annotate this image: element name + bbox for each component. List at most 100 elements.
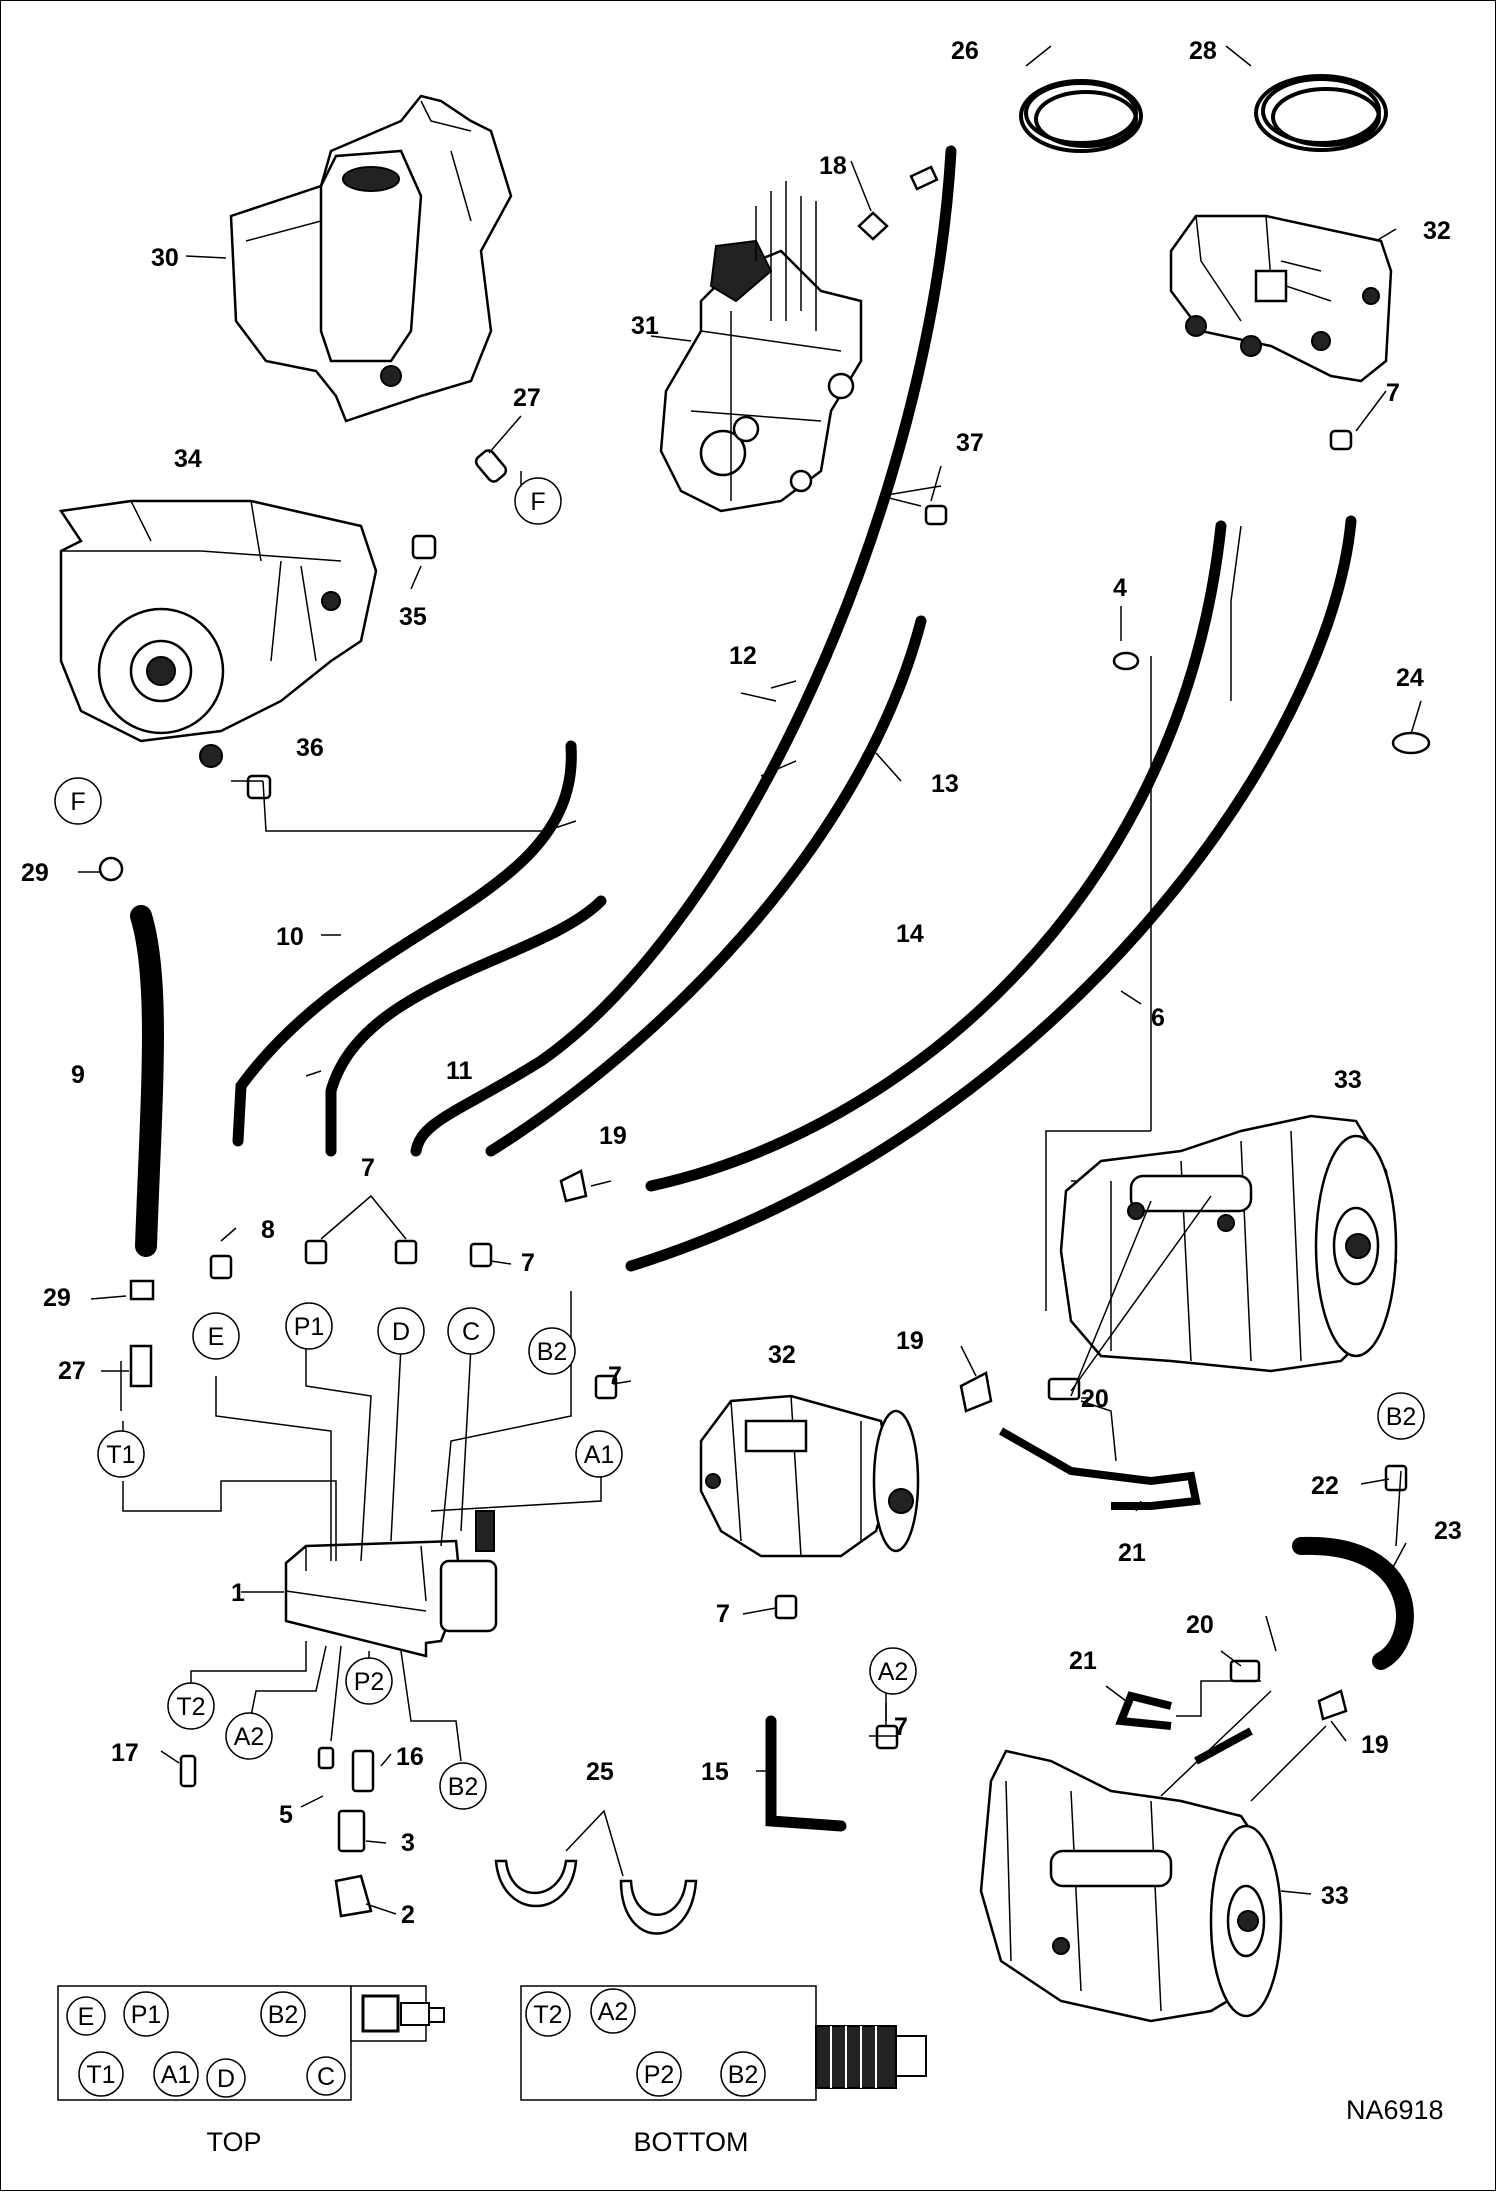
callout-13: 13	[931, 770, 959, 798]
top-port-P1: P1	[131, 2001, 162, 2029]
port-T1: T1	[97, 1430, 145, 1478]
svg-text:B2: B2	[537, 1338, 568, 1366]
callout-32-upper: 32	[1423, 217, 1451, 245]
hose-coil-28	[1254, 74, 1388, 152]
callout-11: 11	[446, 1057, 473, 1085]
hoses	[130, 145, 1414, 1832]
bottom-caption: BOTTOM	[633, 2127, 748, 2157]
callout-7-a: 7	[361, 1154, 375, 1182]
port-P2: P2	[345, 1657, 393, 1705]
callout-19-upper: 19	[599, 1122, 627, 1150]
svg-text:A1: A1	[584, 1441, 615, 1469]
callout-14: 14	[896, 920, 924, 948]
callout-37: 37	[956, 429, 984, 457]
hose-12	[410, 145, 957, 1157]
svg-text:F: F	[530, 488, 545, 516]
svg-text:E: E	[208, 1323, 225, 1351]
callout-34: 34	[174, 445, 202, 473]
hose-coil-26	[1019, 79, 1143, 153]
top-port-D: D	[217, 2065, 235, 2093]
port-C: C	[447, 1307, 495, 1355]
hose-6	[625, 515, 1357, 1272]
port-E: E	[192, 1312, 240, 1360]
callout-28: 28	[1189, 37, 1217, 65]
callout-30: 30	[151, 244, 179, 272]
svg-text:F: F	[70, 788, 85, 816]
callout-12: 12	[729, 642, 757, 670]
svg-text:P2: P2	[354, 1668, 385, 1696]
fittings	[98, 165, 1431, 1918]
callout-23: 23	[1434, 1517, 1462, 1545]
top-port-E: E	[78, 2003, 95, 2031]
hose-13	[485, 615, 927, 1157]
callout-10: 10	[276, 923, 304, 951]
port-B2-right: B2	[1377, 1392, 1425, 1440]
callout-20-lower: 20	[1186, 1611, 1214, 1639]
callout-19-middle: 19	[896, 1327, 924, 1355]
callout-2: 2	[401, 1901, 415, 1929]
callout-4: 4	[1113, 574, 1127, 602]
hose-14	[645, 520, 1227, 1192]
callout-labels: 30 27 31 26 28 18 32 7 34 35 37 4 24 36 …	[21, 37, 1462, 1929]
callout-7-upper: 7	[1386, 379, 1400, 407]
callout-20-upper: 20	[1081, 1385, 1109, 1413]
port-circles: F F E P1 D C B2 A1 T1 T2 A2 P2 B2 A2 B2	[54, 477, 1425, 1810]
callout-19-lower: 19	[1361, 1731, 1389, 1759]
callout-8: 8	[261, 1216, 275, 1244]
drive-motor-32-lower	[699, 1394, 920, 1558]
callout-1: 1	[231, 1579, 245, 1607]
manifold-block-1	[284, 1510, 498, 1658]
callout-7-d: 7	[716, 1600, 730, 1628]
port-F-upper: F	[514, 477, 562, 525]
motor-gearbox-33-lower	[979, 1749, 1283, 2023]
callout-36: 36	[296, 734, 324, 762]
svg-text:T2: T2	[176, 1693, 205, 1721]
svg-text:P1: P1	[294, 1313, 325, 1341]
top-port-C: C	[317, 2063, 335, 2091]
bottom-port-P2: P2	[644, 2061, 675, 2089]
callout-29-upper: 29	[21, 859, 49, 887]
svg-text:A2: A2	[878, 1658, 909, 1686]
motor-gearbox-33-upper	[1059, 1114, 1398, 1373]
top-port-A1: A1	[161, 2061, 192, 2089]
svg-text:C: C	[462, 1318, 480, 1346]
callout-5: 5	[279, 1801, 293, 1829]
callout-22: 22	[1311, 1472, 1339, 1500]
callout-33-lower: 33	[1321, 1882, 1349, 1910]
port-A1: A1	[575, 1430, 623, 1478]
callout-21-lower: 21	[1069, 1647, 1097, 1675]
svg-text:B2: B2	[448, 1773, 479, 1801]
leader-lines	[78, 45, 1422, 1915]
callout-26: 26	[951, 37, 979, 65]
callout-33-upper: 33	[1334, 1066, 1362, 1094]
bottom-port-A2: A2	[598, 1998, 629, 2026]
top-view-panel: E P1 B2 T1 A1 D C TOP	[57, 1985, 445, 2157]
port-F-left: F	[54, 777, 102, 825]
callout-25: 25	[586, 1758, 614, 1786]
svg-text:D: D	[392, 1318, 410, 1346]
bottom-port-T2: T2	[533, 2001, 562, 2029]
callout-31: 31	[631, 312, 659, 340]
bottom-view-panel: T2 A2 P2 B2 BOTTOM	[520, 1985, 927, 2157]
reservoir-30	[229, 94, 513, 423]
svg-text:T1: T1	[106, 1441, 135, 1469]
port-A2-manifold: A2	[225, 1712, 273, 1760]
callout-24: 24	[1396, 664, 1424, 692]
drive-motor-32-upper	[1169, 214, 1393, 383]
callout-21-upper: 21	[1118, 1539, 1146, 1567]
callout-7-e: 7	[894, 1713, 908, 1741]
callout-15: 15	[701, 1758, 729, 1786]
hose-15	[765, 1715, 847, 1832]
port-B2-manifold: B2	[439, 1762, 487, 1810]
top-port-B2: B2	[268, 2001, 299, 2029]
callout-35: 35	[399, 603, 427, 631]
callout-16: 16	[396, 1743, 424, 1771]
hose-23	[1292, 1536, 1414, 1670]
svg-text:B2: B2	[1386, 1403, 1417, 1431]
bottom-port-B2: B2	[728, 2061, 759, 2089]
callout-7-c: 7	[608, 1362, 622, 1390]
callout-17: 17	[111, 1739, 139, 1767]
hose-9	[130, 905, 164, 1257]
callout-9: 9	[71, 1061, 85, 1089]
